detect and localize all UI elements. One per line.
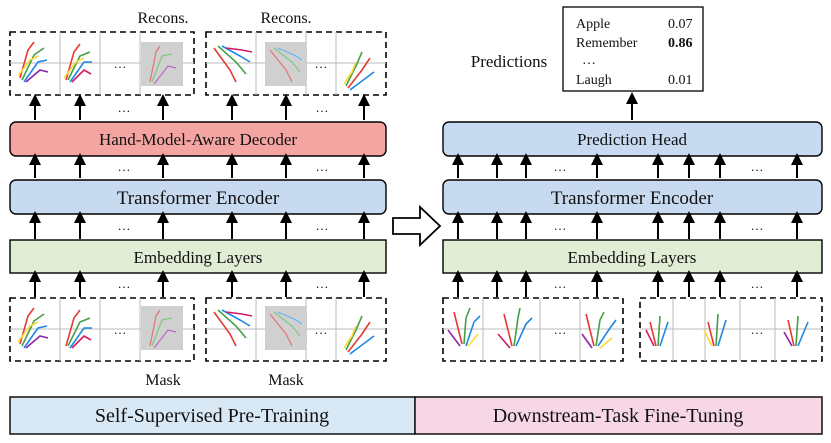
finetune-label: Downstream-Task Fine-Tuning (493, 405, 744, 427)
finetune-banner (414, 396, 823, 435)
embedding-layers-right (442, 239, 823, 274)
hand-skeleton-icon (213, 309, 253, 347)
mask-label-2: Mask (268, 372, 304, 389)
transfer-arrow-icon (392, 204, 442, 248)
masked-frame (141, 306, 183, 350)
arrows-input-to-embedding-right (452, 270, 803, 297)
recons-label-1: Recons. (137, 10, 188, 27)
arrows-embedding-to-encoder-right (452, 211, 803, 239)
recons-frame-group-2: … (205, 31, 387, 96)
hand-skeleton-icon (783, 315, 809, 347)
ellipsis: … (118, 276, 131, 291)
masked-input-group-2: … (205, 297, 387, 362)
arrows-input-to-embedding (29, 270, 370, 297)
masked-input-group-1: … (9, 297, 195, 362)
prediction-word: … (582, 53, 596, 68)
embedding-label-left: Embedding Layers (134, 248, 263, 267)
hand-skeleton-icon (703, 313, 727, 347)
transformer-encoder-right (442, 179, 823, 215)
ellipsis: … (118, 159, 131, 174)
embedding-layers-left (9, 239, 387, 274)
prediction-word: Remember (576, 36, 638, 51)
hand-skeleton-icon (269, 311, 303, 347)
prediction-score: 0.07 (668, 17, 693, 32)
ellipsis: … (316, 159, 329, 174)
hand-skeleton-icon (149, 45, 177, 85)
encoder-label-left: Transformer Encoder (117, 188, 280, 209)
hand-skeleton-icon (149, 309, 177, 349)
prediction-head (442, 121, 823, 157)
input-frame-group-right-1: … (442, 297, 624, 362)
predictions-title: Predictions (471, 52, 548, 71)
ellipsis: … (315, 322, 328, 337)
ellipsis: … (114, 322, 127, 337)
ellipsis: … (751, 322, 764, 337)
hand-skeleton-icon (17, 41, 49, 83)
ellipsis: … (316, 276, 329, 291)
hand-skeleton-icon (65, 309, 92, 349)
transformer-encoder-left (9, 179, 387, 215)
hand-skeleton-icon (343, 51, 375, 91)
arrows-encoder-to-decoder (29, 153, 370, 178)
prediction-score: 0.01 (668, 73, 693, 88)
ellipsis: … (554, 218, 567, 233)
ellipsis: … (751, 218, 764, 233)
ellipsis: … (316, 100, 329, 115)
arrows-embedding-to-encoder (29, 211, 370, 239)
input-frame-group-right-2: … (639, 297, 823, 362)
hand-skeleton-icon (581, 311, 617, 349)
arrows-decoder-to-recons (29, 94, 370, 120)
decoder-label: Hand-Model-Aware Decoder (99, 130, 297, 149)
hand-skeleton-icon (17, 307, 49, 349)
masked-frame (265, 306, 307, 350)
hand-skeleton-icon (63, 43, 92, 83)
prediction-score: 0.86 (668, 36, 693, 51)
hand-skeleton-icon (343, 315, 375, 355)
hand-skeleton-icon (213, 45, 253, 83)
predictions-box: Apple 0.07 Remember 0.86 … Laugh 0.01 (562, 6, 704, 92)
pretrain-banner (9, 396, 416, 435)
ellipsis: … (114, 56, 127, 71)
mask-label-1: Mask (145, 372, 181, 389)
ellipsis: … (316, 218, 329, 233)
ellipsis: … (751, 159, 764, 174)
hand-skeleton-icon (645, 315, 669, 347)
ellipsis: … (315, 56, 328, 71)
hand-skeleton-icon (497, 307, 533, 349)
arrows-encoder-to-head (452, 153, 803, 178)
recons-frame-group-1: … (9, 31, 195, 96)
hand-skeleton-icon (269, 47, 303, 83)
recons-label-2: Recons. (260, 10, 311, 27)
masked-frame (265, 42, 307, 86)
masked-frame (141, 42, 183, 86)
prediction-word: Apple (576, 17, 610, 32)
pretrain-label: Self-Supervised Pre-Training (95, 405, 329, 427)
ellipsis: … (554, 276, 567, 291)
ellipsis: … (118, 100, 131, 115)
prediction-head-label: Prediction Head (577, 130, 687, 149)
hand-model-aware-decoder (9, 121, 387, 157)
embedding-label-right: Embedding Layers (568, 248, 697, 267)
ellipsis: … (554, 159, 567, 174)
encoder-label-right: Transformer Encoder (551, 188, 714, 209)
ellipsis: … (751, 276, 764, 291)
ellipsis: … (554, 322, 567, 337)
prediction-word: Laugh (576, 73, 612, 88)
hand-skeleton-icon (447, 307, 481, 347)
ellipsis: … (118, 218, 131, 233)
